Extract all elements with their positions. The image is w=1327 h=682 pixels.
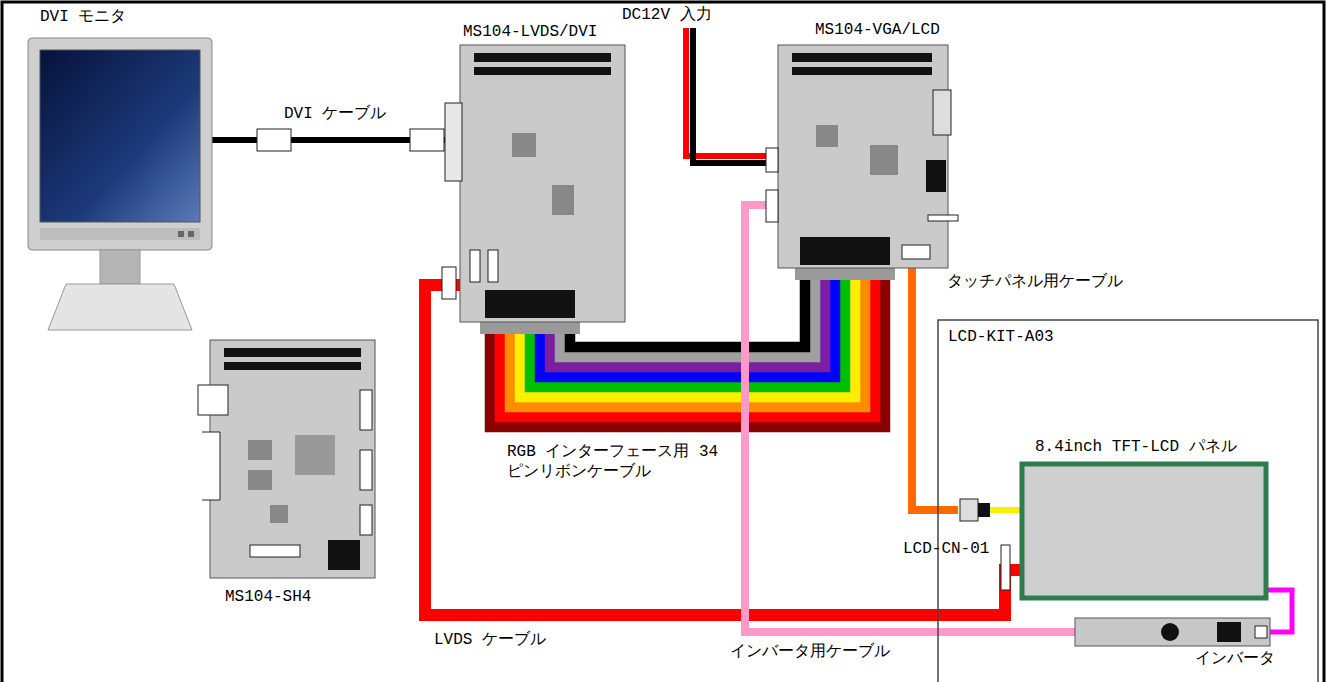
cable-line: [912, 268, 958, 510]
node-label: MS104-VGA/LCD: [815, 21, 940, 39]
vga-drawing: [778, 45, 948, 268]
lvds-node: MS104-LVDS/DVI: [460, 45, 625, 322]
node-label: 8.4inch TFT-LCD パネル: [1035, 438, 1237, 456]
cable-label: タッチパネル用ケーブル: [945, 272, 1125, 292]
panel-node: 8.4inch TFT-LCD パネル: [1020, 462, 1268, 600]
vga-node: MS104-VGA/LCD: [778, 45, 948, 268]
monitor-drawing: [28, 38, 212, 330]
power-wire-black: [693, 28, 768, 163]
lvds-plug: [1001, 545, 1010, 590]
annotation-label: DC12V 入力: [622, 6, 712, 24]
ribbon-plug: [795, 268, 895, 280]
cable-label: RGB インターフェース用 34 ピンリボンケーブル: [505, 442, 724, 482]
cable-connector: [212, 129, 460, 151]
kit-node: LCD-KIT-A03 8.4inch TFT-LCD パネル LCD-CN-01 イ…: [938, 320, 1318, 682]
cable-line: [990, 507, 1020, 513]
monitor-node: DVI モニタ: [28, 38, 212, 330]
sh4-drawing: [210, 340, 375, 578]
sh4-node: MS104-SH4: [210, 340, 375, 578]
inv-drawing: [1075, 618, 1270, 646]
cn-node: LCD-CN-01: [958, 495, 990, 525]
cable-line: [425, 285, 1020, 615]
cn-drawing: [958, 495, 990, 525]
panel-drawing: [1020, 462, 1268, 600]
node-label: インバータ: [1195, 650, 1275, 668]
cable-connector: [912, 268, 958, 510]
cable-label: DVI ケーブル: [282, 104, 388, 124]
lvds-drawing: [460, 45, 625, 322]
cable-label: LVDS ケーブル: [432, 630, 548, 650]
cable-connector: [425, 285, 1020, 615]
cable-connector: [480, 268, 895, 427]
cable-line: [1268, 590, 1292, 632]
node-label: MS104-LVDS/DVI: [463, 23, 597, 41]
inv-node: インバータ: [1075, 618, 1270, 646]
node-label: LCD-KIT-A03: [948, 328, 1054, 346]
cable-label: インバータ用ケーブル: [728, 642, 892, 662]
node-label: DVI モニタ: [40, 8, 126, 26]
dvi-plug: [410, 129, 444, 151]
cable-connector: [1268, 590, 1292, 632]
power-wire-red: [686, 28, 768, 156]
node-label: LCD-CN-01: [903, 540, 989, 558]
dvi-plug: [257, 129, 291, 151]
node-label: MS104-SH4: [225, 588, 311, 606]
ribbon-plug: [480, 322, 580, 334]
cable-connector: [990, 510, 1020, 511]
